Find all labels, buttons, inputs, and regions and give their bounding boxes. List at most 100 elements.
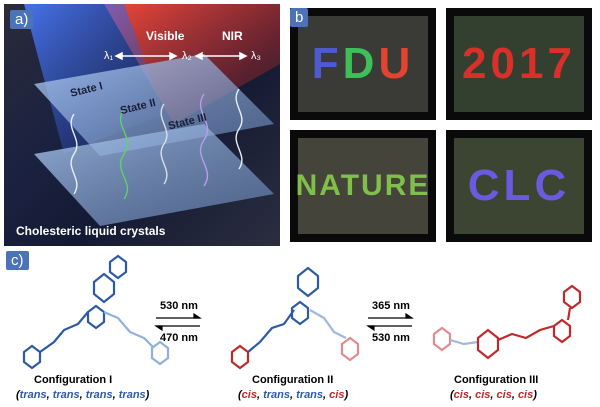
cis-term: cis (517, 389, 534, 401)
punctuation: , (256, 389, 264, 401)
punctuation: ) (533, 389, 537, 401)
config-3-title: Configuration III (454, 374, 539, 386)
lambda1-label: λ₁ (104, 50, 114, 62)
panel-a-caption: Cholesteric liquid crystals (16, 224, 166, 238)
punctuation: ( (16, 389, 20, 401)
chain-3c (566, 307, 572, 321)
molecule-config-2 (230, 266, 360, 370)
config-2-isomer-list: (cis, trans, trans, cis) (238, 389, 348, 401)
molecule-config-1 (22, 254, 170, 370)
tile-text-2017: 2017 (462, 39, 576, 89)
arrow-1-bottom-label: 470 nm (160, 332, 198, 344)
panel-c-configurations: 530 nm 470 nm 365 nm 530 nm Configuratio… (4, 252, 596, 404)
punctuation: ( (238, 389, 242, 401)
trans-term: trans (19, 389, 47, 401)
helix-4 (199, 93, 209, 187)
cis-term: cis (475, 389, 491, 401)
chain-3b (497, 324, 555, 342)
photo-tile-fdu-inner: FDU (298, 16, 428, 112)
ring-2d (340, 336, 360, 362)
punctuation: ) (145, 389, 150, 401)
punctuation: ) (344, 389, 349, 401)
helix-5 (235, 88, 243, 170)
ring-3c (552, 318, 572, 344)
cis-term: cis (453, 389, 469, 401)
trans-term: trans (52, 389, 80, 401)
wavelength-arrows (114, 51, 248, 61)
tile-letter: F (311, 39, 343, 88)
panel-c-label: c) (6, 251, 29, 270)
punctuation: , (46, 389, 53, 401)
helices (70, 88, 243, 200)
cis-term: cis (241, 389, 257, 401)
photo-tile-2017-inner: 2017 (454, 16, 584, 112)
ring-1d (108, 254, 128, 280)
arrow-2-forward-head (405, 312, 414, 319)
tile-letter: C (534, 161, 571, 210)
punctuation: ( (450, 389, 454, 401)
config-1-isomer-list: (trans, trans, trans, trans) (16, 389, 149, 401)
tile-text-fdu: FDU (312, 39, 414, 89)
panel-b-photos: FDU 2017 NATURE CLC b (286, 4, 596, 246)
photo-tile-clc: CLC (446, 130, 592, 242)
arrow-1-forward-head (193, 312, 202, 319)
tile-letter: U (361, 169, 385, 202)
tile-letter: D (342, 39, 379, 88)
config-3-isomer-list: (cis, cis, cis, cis) (450, 389, 537, 401)
photo-tile-nature-inner: NATURE (296, 138, 428, 234)
visible-label: Visible (146, 29, 185, 43)
trans-term: trans (296, 389, 324, 401)
helix-2 (119, 108, 129, 200)
equilibrium-arrows (154, 312, 414, 332)
punctuation: , (490, 389, 497, 401)
trans-term: trans (85, 389, 113, 401)
tile-letter: C (467, 161, 504, 210)
chain-2a (247, 309, 295, 353)
punctuation: , (468, 389, 476, 401)
config-1-title: Configuration I (34, 374, 113, 386)
tile-letter: T (340, 169, 362, 202)
tile-letter: U (378, 39, 415, 88)
punctuation: , (511, 389, 518, 401)
tile-text-clc: CLC (468, 161, 570, 211)
lambda3-label: λ₃ (251, 50, 261, 62)
ring-1a (22, 344, 42, 370)
tile-letter: 0 (490, 39, 519, 88)
panel-a-label: a) (10, 10, 34, 29)
cis-term: cis (496, 389, 512, 401)
trans-term: trans (118, 389, 146, 401)
trans-term: trans (263, 389, 290, 401)
arrow-1-backward-head (154, 325, 163, 332)
arrow-2-top-label: 365 nm (372, 300, 410, 312)
ring-1c (92, 272, 116, 304)
panel-a-graphic (24, 4, 280, 226)
lambda2-label: λ₂ (182, 50, 192, 62)
helix-3 (160, 103, 168, 185)
ring-3d (562, 284, 582, 310)
photo-tile-clc-inner: CLC (454, 138, 584, 234)
ring-2a (230, 344, 250, 370)
top-plate (34, 54, 274, 156)
tile-letter: 2 (462, 39, 491, 88)
ring-3a (432, 326, 452, 352)
arrow-nir-head-right (239, 51, 248, 61)
arrow-1-top-label: 530 nm (160, 300, 198, 312)
punctuation: , (112, 389, 119, 401)
arrow-2-backward-head (366, 325, 375, 332)
ring-3b (476, 328, 500, 360)
panel-a-illustration: a) Visible NIR λ₁ λ₂ λ₃ State I State II… (4, 4, 280, 246)
chain-1b (103, 310, 155, 349)
photo-tile-fdu: FDU (290, 8, 436, 120)
photo-tile-nature: NATURE (290, 130, 436, 242)
tile-letter: L (503, 161, 535, 210)
bottom-plate (34, 124, 274, 226)
cis-term: cis (329, 389, 345, 401)
tile-letter: 7 (547, 39, 576, 88)
arrow-nir-head-left (194, 51, 203, 61)
ring-1e (150, 340, 170, 366)
punctuation: , (290, 389, 297, 401)
molecule-config-3 (432, 284, 582, 360)
punctuation: , (79, 389, 86, 401)
punctuation: , (323, 389, 330, 401)
